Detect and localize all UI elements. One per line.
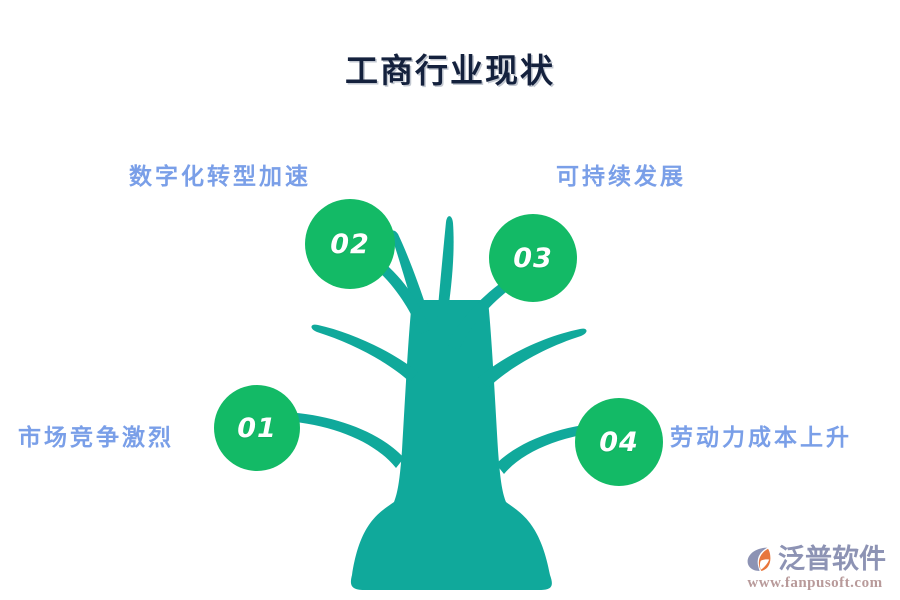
- node-label-02: 数字化转型加速: [129, 164, 311, 189]
- node-number-01: 01: [237, 412, 277, 444]
- node-label-01: 市场竞争激烈: [18, 425, 174, 450]
- node-number-04: 04: [599, 426, 639, 458]
- node-label-03: 可持续发展: [556, 164, 686, 189]
- page-title: 工商行业现状: [345, 54, 555, 90]
- logo-row: 泛普软件: [744, 544, 886, 574]
- node-number-03: 03: [513, 242, 553, 274]
- node-circle-03[interactable]: 03: [489, 214, 577, 302]
- fanpu-leaf-logo-icon: [747, 547, 771, 571]
- node-label-04: 劳动力成本上升: [670, 425, 852, 450]
- trunk-fork-right-thin-path: [437, 216, 454, 318]
- trunk-base-path: [350, 300, 552, 590]
- trunk-fork-left-path: [391, 230, 428, 312]
- node-circle-01[interactable]: 01: [214, 385, 300, 471]
- logo-url-text: www.fanpusoft.com: [747, 575, 883, 591]
- node-circle-04[interactable]: 04: [575, 398, 663, 486]
- branch-mid-left-free-path: [311, 324, 418, 382]
- node-circle-02[interactable]: 02: [305, 199, 395, 289]
- watermark: 泛普软件 www.fanpusoft.com: [744, 544, 886, 592]
- node-number-02: 02: [330, 228, 370, 260]
- logo-brand-text: 泛普软件: [778, 543, 886, 574]
- branch-mid-right-free-path: [478, 328, 587, 388]
